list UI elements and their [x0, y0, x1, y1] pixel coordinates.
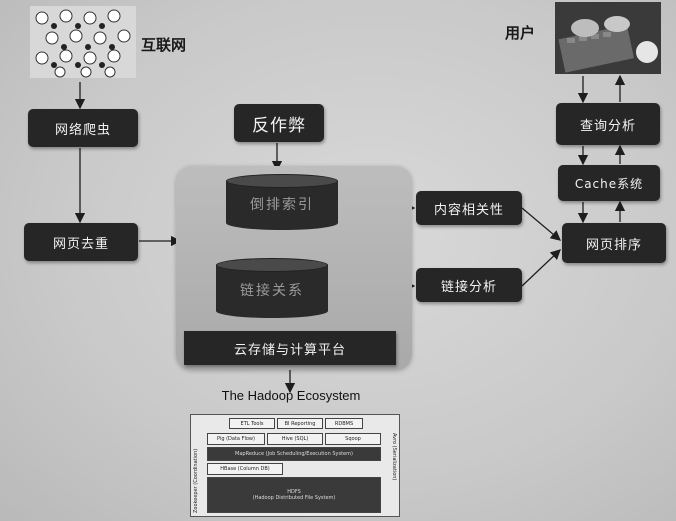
hadoop-title: The Hadoop Ecosystem — [221, 388, 361, 403]
hadoop-stack: Zookeeper (Coordination) Avro (Serializa… — [190, 414, 400, 517]
sqoop-cell: Sqoop — [325, 433, 381, 445]
dedup-box: 网页去重 — [24, 223, 138, 261]
anti-spam-box: 反作弊 — [234, 104, 324, 142]
content-relevance-box: 内容相关性 — [416, 191, 522, 225]
rdbms-cell: RDBMS — [325, 418, 363, 429]
internet-label: 互联网 — [141, 36, 187, 54]
hdfs-label: HDFS — [287, 489, 301, 495]
pig-cell: Pig (Data Flow) — [207, 433, 265, 445]
etl-cell: ETL Tools — [229, 418, 275, 429]
user-label: 用户 — [505, 24, 536, 42]
index-cylinder: 倒排索引 — [226, 174, 338, 230]
link-cylinder: 链接关系 — [216, 258, 328, 318]
avro-label: Avro (Serialization) — [391, 433, 397, 481]
arrow-content-rank — [521, 207, 561, 241]
arrow-analysis-rank — [521, 249, 561, 287]
mapreduce-cell: MapReduce (Job Scheduling/Execution Syst… — [207, 447, 381, 461]
internet-network-icon — [30, 6, 136, 78]
cache-box: Cache系统 — [558, 165, 660, 201]
bi-cell: BI Reporting — [277, 418, 323, 429]
link-cylinder-label: 链接关系 — [240, 283, 304, 299]
hive-cell: Hive (SQL) — [267, 433, 323, 445]
zookeeper-label: Zookeeper (Coordination) — [193, 448, 199, 513]
link-analysis-box: 链接分析 — [416, 268, 522, 302]
hdfs-cell: HDFS (Hadoop Distributed File System) — [207, 477, 381, 513]
crawler-box: 网络爬虫 — [28, 109, 138, 147]
page-rank-box: 网页排序 — [562, 223, 666, 263]
hbase-cell: HBase (Column DB) — [207, 463, 283, 475]
cloud-platform-box: 云存储与计算平台 — [184, 331, 396, 365]
index-cylinder-label: 倒排索引 — [250, 197, 314, 213]
query-analysis-box: 查询分析 — [556, 103, 660, 145]
hdfs-sub-label: (Hadoop Distributed File System) — [252, 495, 336, 501]
user-keyboard-photo — [555, 2, 661, 74]
